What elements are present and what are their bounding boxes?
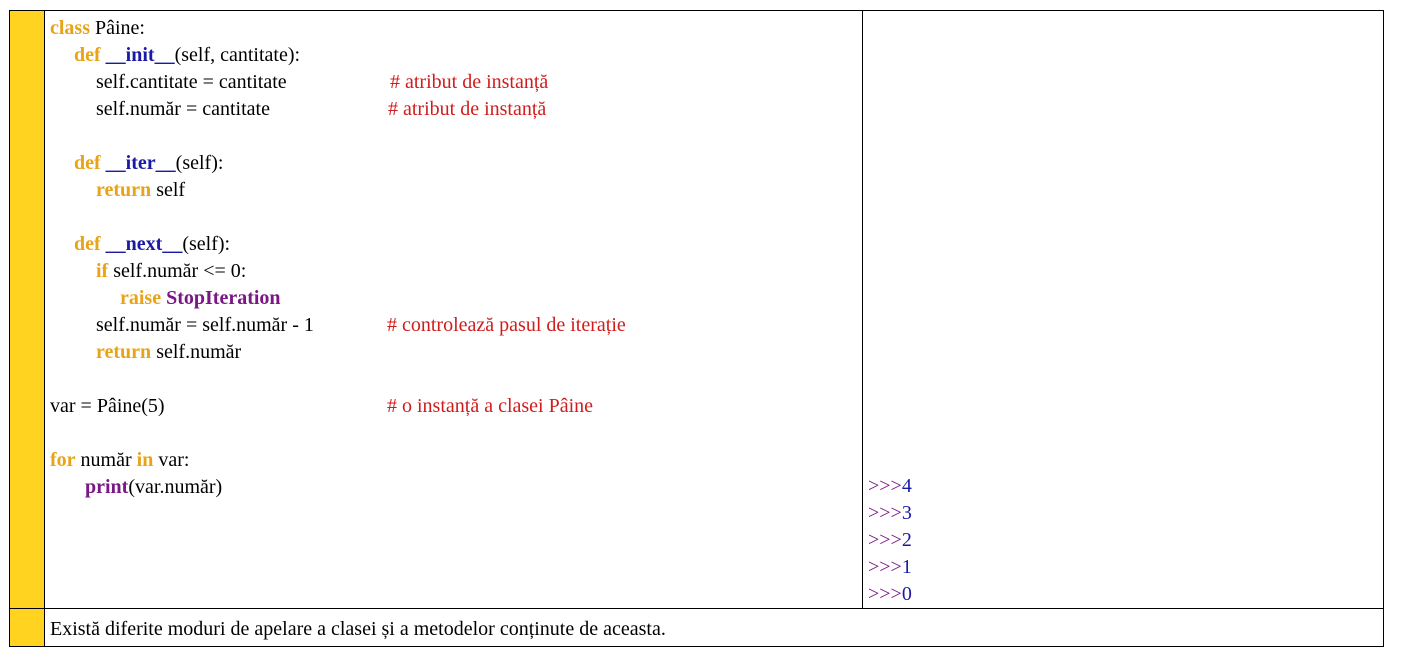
code-line: def __init__(self, cantitate): xyxy=(74,44,301,66)
blank-line xyxy=(50,366,860,393)
blank-line xyxy=(50,420,860,447)
margin-stripe-top xyxy=(10,11,45,609)
code-line: print(var.număr) xyxy=(85,476,223,498)
explanation-note: Există diferite moduri de apelare a clas… xyxy=(50,618,666,640)
code-line: for număr in var: xyxy=(50,449,190,471)
output-line: >>>1 xyxy=(868,556,912,578)
code-comment: # o instanță a clasei Pâine xyxy=(387,395,594,417)
code-block: class Pâine: def __init__(self, cantitat… xyxy=(50,15,860,501)
code-line: class Pâine: xyxy=(50,17,145,39)
code-table: class Pâine: def __init__(self, cantitat… xyxy=(9,10,1384,647)
row-divider xyxy=(10,608,1383,609)
code-line: return self xyxy=(96,179,186,201)
output-line: >>>2 xyxy=(868,529,912,551)
margin-stripe-bottom xyxy=(10,609,45,646)
output-line: >>>4 xyxy=(868,475,912,497)
code-comment: # controlează pasul de iterație xyxy=(387,314,626,336)
code-line: self.număr = self.număr - 1# controlează… xyxy=(50,312,860,339)
code-line: self.număr = cantitate# atribut de insta… xyxy=(50,96,860,123)
blank-line xyxy=(50,204,860,231)
column-divider xyxy=(862,11,863,609)
code-line: raise StopIteration xyxy=(120,287,281,309)
output-block: >>>4 >>>3 >>>2 >>>1 >>>0 xyxy=(868,473,912,608)
output-line: >>>0 xyxy=(868,583,912,605)
code-comment: # atribut de instanță xyxy=(390,71,549,93)
code-line: def __iter__(self): xyxy=(74,152,224,174)
code-line: if self.număr <= 0: xyxy=(96,260,247,282)
output-line: >>>3 xyxy=(868,502,912,524)
code-comment: # atribut de instanță xyxy=(388,98,547,120)
code-line: self.cantitate = cantitate# atribut de i… xyxy=(50,69,860,96)
code-line: return self.număr xyxy=(96,341,242,363)
code-line: var = Pâine(5)# o instanță a clasei Pâin… xyxy=(50,393,860,420)
code-line: def __next__(self): xyxy=(74,233,231,255)
blank-line xyxy=(50,123,860,150)
